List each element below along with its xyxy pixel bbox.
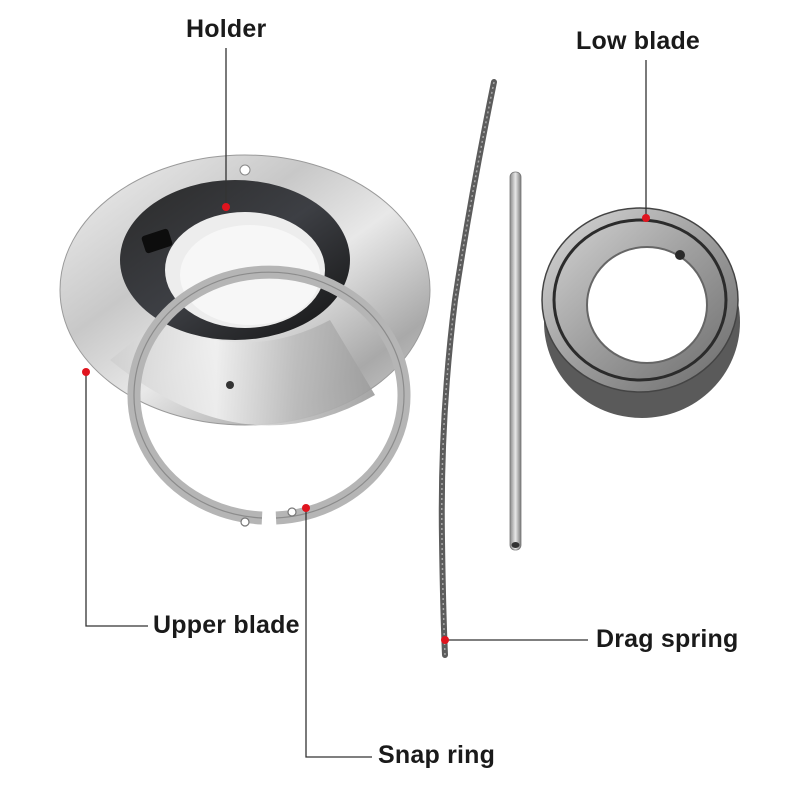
label-low-blade: Low blade <box>576 27 701 55</box>
thin-rod <box>509 171 522 551</box>
marker-low-blade <box>642 214 650 222</box>
holder-pin <box>226 381 234 389</box>
blade-hole <box>239 164 251 176</box>
low-blade-groove <box>552 218 728 382</box>
snap-ring <box>127 265 411 527</box>
holder-slot <box>141 228 173 254</box>
markers <box>82 203 650 644</box>
leader-upper-blade <box>85 372 148 627</box>
label-snap-ring: Snap ring <box>378 741 496 769</box>
low-blade-hole <box>675 250 685 260</box>
thin-rod-end <box>511 542 520 548</box>
drag-spring-highlight <box>441 81 495 656</box>
drag-spring <box>438 79 497 658</box>
upper-blade-assembly <box>59 154 431 426</box>
snap-ring-edge <box>133 271 405 519</box>
label-drag-spring: Drag spring <box>596 625 739 653</box>
label-holder: Holder <box>186 15 267 43</box>
leader-lines <box>85 48 647 758</box>
snap-ring-eye-left <box>240 517 250 527</box>
upper-blade-cone <box>110 320 375 426</box>
snap-ring-eye-right <box>287 507 297 517</box>
marker-upper-blade <box>82 368 90 376</box>
low-blade <box>541 207 740 418</box>
marker-holder <box>222 203 230 211</box>
low-blade-bore <box>586 246 708 364</box>
leader-snap-ring <box>305 508 372 758</box>
marker-snap-ring <box>302 504 310 512</box>
marker-drag-spring <box>441 636 449 644</box>
label-upper-blade: Upper blade <box>153 611 300 639</box>
